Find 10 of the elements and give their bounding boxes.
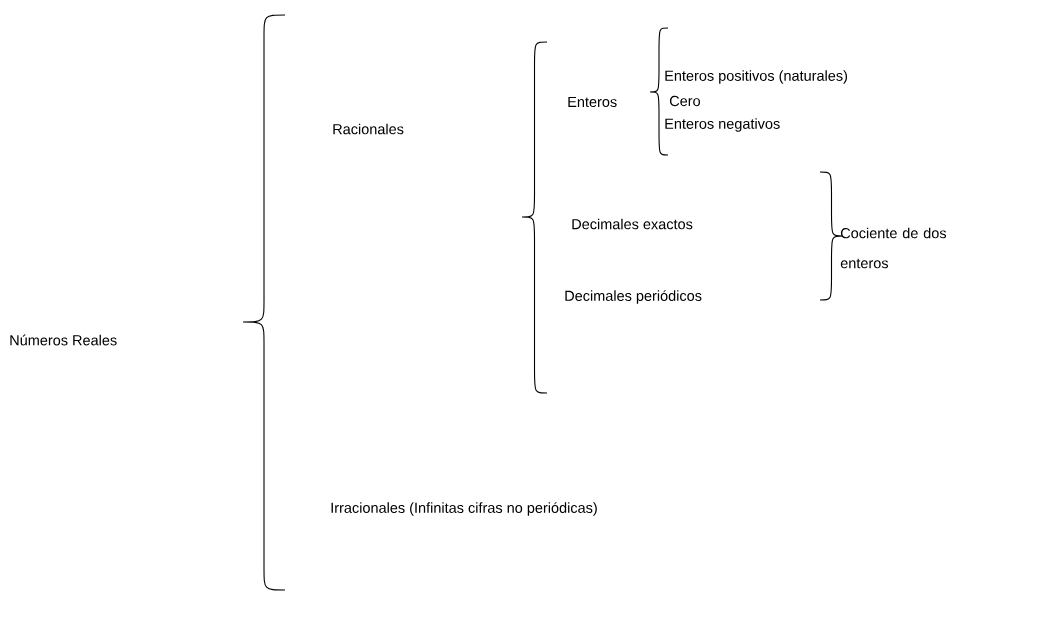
label-text: Irracionales (Infinitas cifras no periódicas): [331, 502, 597, 516]
label-text: Cero: [669, 95, 701, 107]
label-text: Racionales: [333, 123, 404, 135]
label-text: Enteros: [568, 96, 617, 108]
label-text: Enteros negativos: [665, 118, 780, 132]
label-text: Números Reales: [10, 334, 117, 346]
label-text: Decimales exactos: [572, 218, 693, 230]
label-text: Enteros positivos (naturales): [665, 70, 848, 84]
label-text: Cociente de dos enteros: [840, 227, 947, 269]
label-text: Decimales periódicos: [565, 290, 702, 304]
